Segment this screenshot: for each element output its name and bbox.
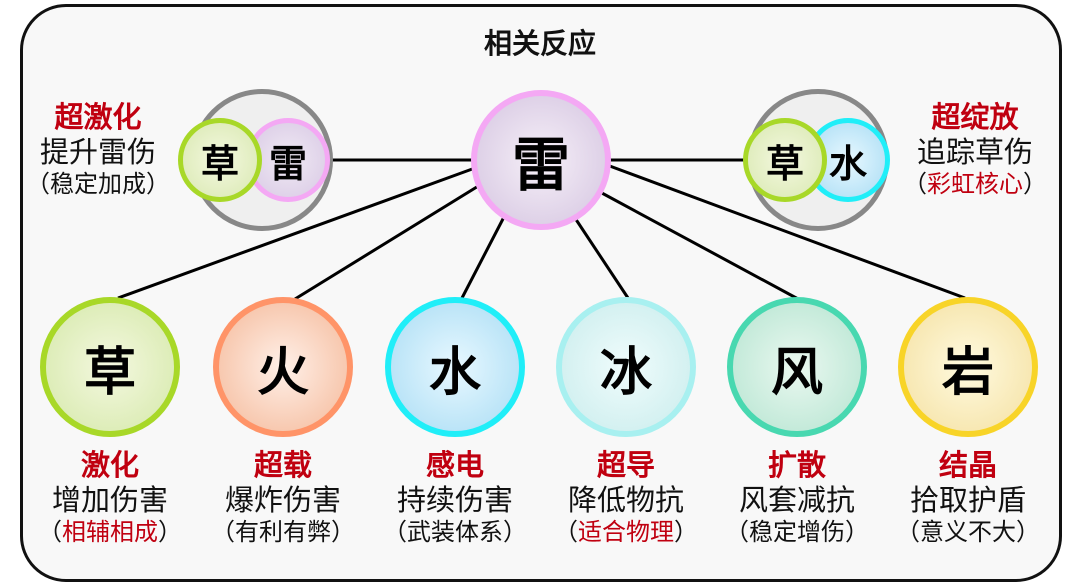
paren: ） <box>146 169 170 198</box>
reaction-note: （相辅相成） <box>20 518 200 547</box>
element-node: 冰 <box>556 297 696 437</box>
reaction-name: 超载 <box>253 448 312 482</box>
reaction-name: 超绽放 <box>931 100 1019 134</box>
paren: （ <box>211 517 235 546</box>
paren: ） <box>1016 517 1040 546</box>
reaction-effect: 追踪草伤 <box>916 134 1033 169</box>
element-node: 草 <box>40 297 180 437</box>
paren: ） <box>503 517 527 546</box>
right-pair-label: 超绽放 追踪草伤 （彩虹核心） <box>885 100 1065 198</box>
reaction-name: 扩散 <box>767 448 826 482</box>
paren: （ <box>554 517 578 546</box>
paren: ） <box>331 517 355 546</box>
note-text: 彩虹核心 <box>927 169 1023 198</box>
note-text: 稳定增伤 <box>749 517 845 546</box>
reaction-label: 超载 爆炸伤害 （有利有弊） <box>193 448 373 546</box>
reaction-note: （有利有弊） <box>193 518 373 547</box>
paren: ） <box>674 517 698 546</box>
reaction-name: 超激化 <box>54 100 142 134</box>
reaction-label: 超导 降低物抗 （适合物理） <box>536 448 716 546</box>
reaction-label: 扩散 风套减抗 （稳定增伤） <box>707 448 887 546</box>
note-text: 相辅相成 <box>62 517 158 546</box>
diagram-title: 相关反应 <box>483 27 596 60</box>
line-water <box>460 214 507 299</box>
reaction-effect: 爆炸伤害 <box>224 482 341 517</box>
left-pair-grass: 草 <box>178 118 262 202</box>
left-pair-label: 超激化 提升雷伤 （稳定加成） <box>8 100 188 198</box>
line-wind <box>599 190 801 302</box>
paren: ） <box>1023 169 1047 198</box>
right-pair-grass: 草 <box>743 118 827 202</box>
reaction-effect: 拾取护盾 <box>909 482 1026 517</box>
paren: （ <box>26 169 50 198</box>
paren: ） <box>158 517 182 546</box>
element-node: 风 <box>727 297 867 437</box>
element-node: 水 <box>385 297 525 437</box>
center-thunder-node: 雷 <box>471 90 611 230</box>
reaction-label: 结晶 拾取护盾 （意义不大） <box>878 448 1058 546</box>
reaction-note: （适合物理） <box>536 518 716 547</box>
reaction-effect: 风套减抗 <box>738 482 855 517</box>
paren: （ <box>903 169 927 198</box>
paren: （ <box>383 517 407 546</box>
reaction-name: 超导 <box>596 448 655 482</box>
paren: （ <box>896 517 920 546</box>
line-ice <box>573 217 630 299</box>
reaction-name: 激化 <box>80 448 139 482</box>
reaction-effect: 降低物抗 <box>567 482 684 517</box>
reaction-effect: 提升雷伤 <box>39 134 156 169</box>
reaction-label: 激化 增加伤害 （相辅相成） <box>20 448 200 546</box>
reaction-note: （稳定加成） <box>8 170 188 199</box>
element-node: 火 <box>213 297 353 437</box>
reaction-note: （彩虹核心） <box>885 170 1065 199</box>
reaction-note: （武装体系） <box>365 518 545 547</box>
paren: ） <box>845 517 869 546</box>
note-text: 武装体系 <box>407 517 503 546</box>
line-rock <box>606 163 966 300</box>
line-fire <box>294 183 481 301</box>
element-node: 岩 <box>898 297 1038 437</box>
reaction-effect: 增加伤害 <box>51 482 168 517</box>
note-text: 适合物理 <box>578 517 674 546</box>
reaction-name: 结晶 <box>938 448 997 482</box>
reaction-label: 感电 持续伤害 （武装体系） <box>365 448 545 546</box>
line-grass <box>117 166 476 300</box>
reaction-note: （意义不大） <box>878 518 1058 547</box>
note-text: 有利有弊 <box>235 517 331 546</box>
note-text: 意义不大 <box>920 517 1016 546</box>
reaction-name: 感电 <box>425 448 484 482</box>
paren: （ <box>725 517 749 546</box>
paren: （ <box>38 517 62 546</box>
note-text: 稳定加成 <box>50 169 146 198</box>
reaction-note: （稳定增伤） <box>707 518 887 547</box>
reaction-effect: 持续伤害 <box>396 482 513 517</box>
right-pair-water: 水 <box>806 118 890 202</box>
